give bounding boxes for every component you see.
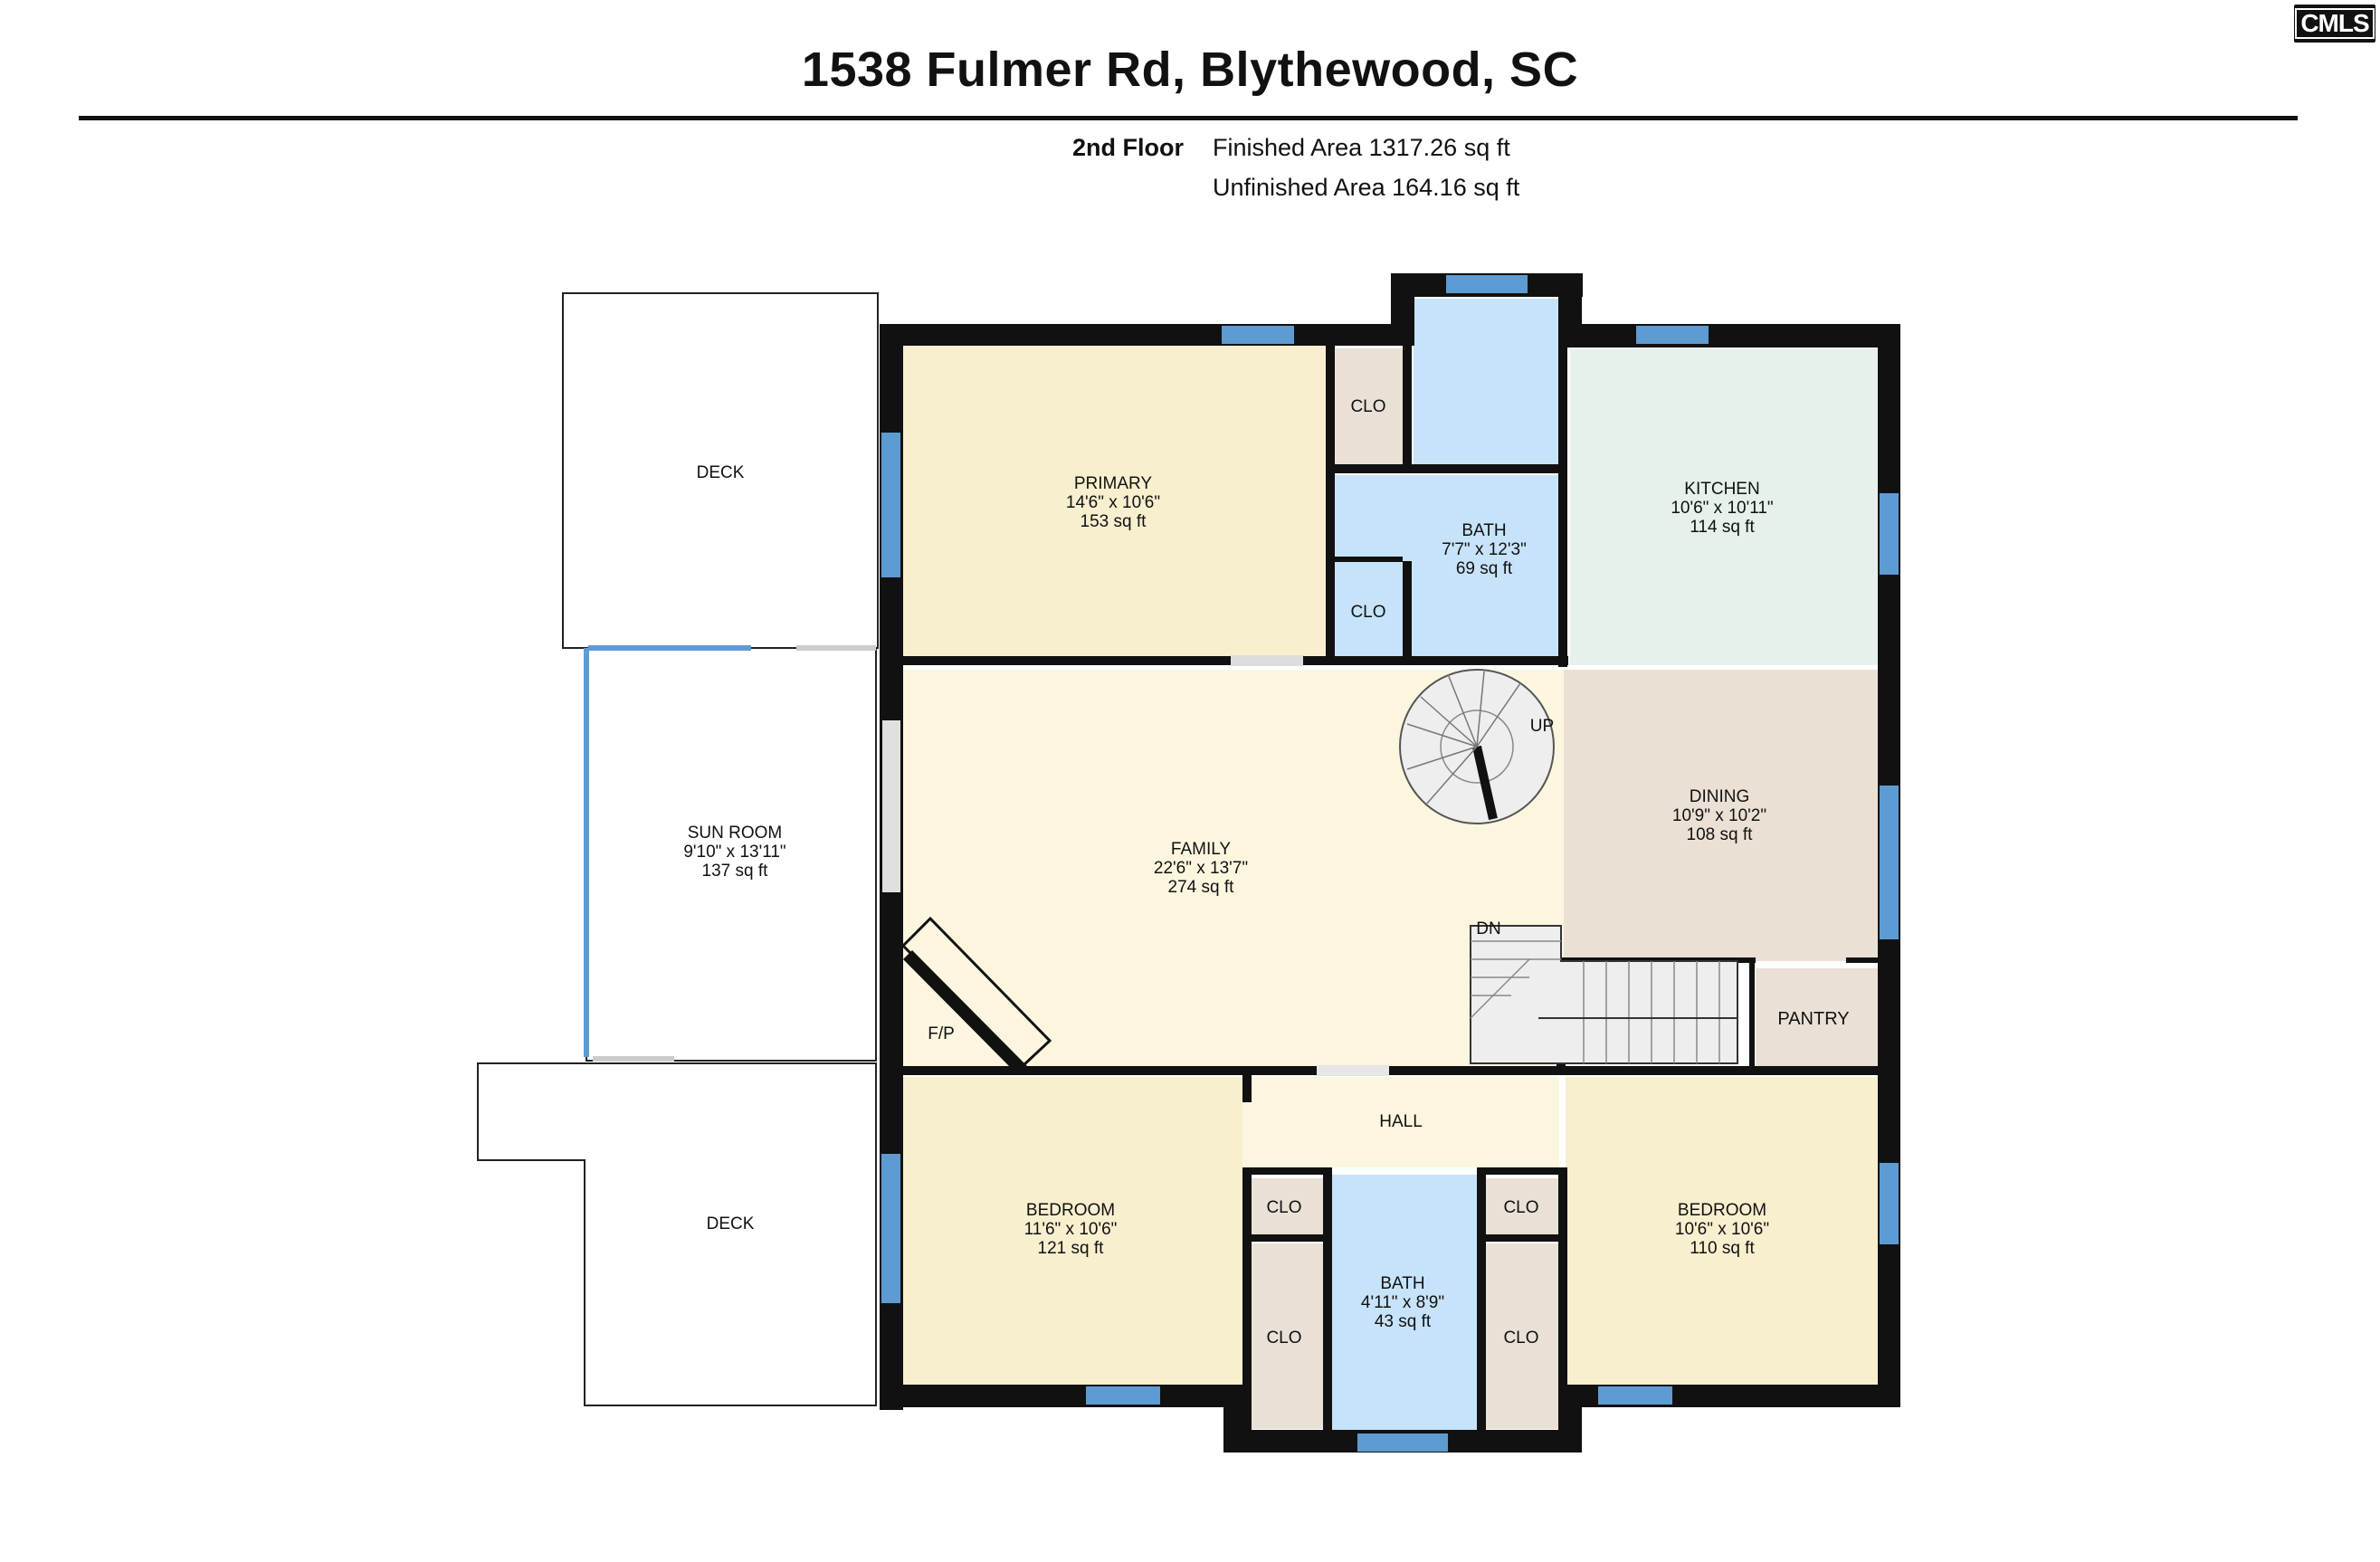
deck-top — [562, 292, 879, 649]
finished-area: Finished Area 1317.26 sq ft — [1213, 134, 1510, 161]
deck-bottom-label: DECK — [707, 1214, 755, 1233]
sun-room-dims: 9'10" x 13'11" — [683, 843, 785, 862]
kitchen-label: KITCHEN — [1684, 480, 1759, 499]
bedroom-right-dims: 10'6" x 10'6" — [1675, 1220, 1769, 1239]
stairs-down-label: DN — [1476, 919, 1500, 938]
bedroom-left-area: 121 sq ft — [1038, 1239, 1105, 1258]
closet-br-bottom — [1486, 1243, 1560, 1429]
bath-primary — [1335, 475, 1558, 658]
bath-hall-dims: 4'11" x 8'9" — [1361, 1293, 1444, 1312]
fireplace-label: F/P — [928, 1024, 955, 1043]
dining-label: DINING — [1690, 787, 1750, 806]
title-divider — [79, 116, 2298, 120]
hall-opening — [1317, 1065, 1389, 1076]
kitchen-dims: 10'6" x 10'11" — [1671, 499, 1773, 518]
closet-primary-bottom-label: CLO — [1350, 603, 1385, 622]
stairs-up-label: UP — [1530, 717, 1554, 736]
pantry-label: PANTRY — [1777, 1009, 1849, 1029]
closet-primary-top-label: CLO — [1350, 397, 1385, 416]
deck-bottom — [477, 1062, 877, 1406]
pantry — [1756, 968, 1878, 1066]
bedroom-left-label: BEDROOM — [1026, 1201, 1115, 1220]
sun-room-area: 137 sq ft — [702, 862, 769, 881]
windows — [881, 275, 1899, 1452]
primary-area: 153 sq ft — [1081, 512, 1147, 531]
deck-top-label: DECK — [697, 463, 745, 482]
dining-dims: 10'9" x 10'2" — [1672, 806, 1766, 825]
spiral-stair — [1399, 669, 1555, 824]
family-dims: 22'6" x 13'7" — [1154, 859, 1248, 878]
bath-primary-dims: 7'7" x 12'3" — [1442, 540, 1527, 559]
bath-hall-label: BATH — [1380, 1274, 1424, 1293]
bedroom-right-label: BEDROOM — [1678, 1201, 1766, 1220]
bath-primary-area: 69 sq ft — [1456, 559, 1513, 578]
dining — [1564, 670, 1878, 961]
closet-bl-bottom-label: CLO — [1266, 1329, 1301, 1348]
kitchen-area: 114 sq ft — [1690, 518, 1755, 537]
closet-bl-bottom — [1249, 1243, 1323, 1429]
fireplace-hearth — [903, 950, 1027, 1066]
bath-primary-label: BATH — [1461, 521, 1506, 540]
sun-room — [585, 647, 877, 1062]
closet-primary-top — [1335, 348, 1403, 464]
closet-br-top — [1486, 1178, 1560, 1234]
bedroom-right-area: 110 sq ft — [1690, 1239, 1755, 1258]
bedroom-left-dims: 11'6" x 10'6" — [1024, 1220, 1118, 1239]
primary-label: PRIMARY — [1074, 474, 1153, 493]
closet-br-bottom-label: CLO — [1503, 1329, 1538, 1348]
page-title: 1538 Fulmer Rd, Blythewood, SC — [801, 43, 1579, 97]
primary-door — [1231, 655, 1303, 666]
floor-label: 2nd Floor — [1072, 134, 1184, 161]
kitchen — [1570, 348, 1878, 665]
closet-bl-top-label: CLO — [1266, 1198, 1301, 1217]
hall — [1242, 1077, 1559, 1167]
primary-bedroom — [903, 346, 1328, 658]
hall-label: HALL — [1379, 1112, 1423, 1131]
family-label: FAMILY — [1171, 840, 1231, 859]
logo-text: CMLS — [2295, 8, 2375, 39]
primary-dims: 14'6" x 10'6" — [1066, 493, 1160, 512]
sun-room-opening — [882, 720, 900, 892]
sun-room-label: SUN ROOM — [688, 824, 783, 843]
stairs-down — [1470, 925, 1738, 1064]
bath-hall — [1332, 1175, 1477, 1430]
bedroom-left — [903, 1077, 1242, 1385]
unfinished-area: Unfinished Area 164.16 sq ft — [1213, 174, 1520, 201]
bedroom-right — [1566, 1077, 1878, 1385]
cmls-logo: CMLS — [2294, 5, 2375, 43]
family-area: 274 sq ft — [1168, 878, 1235, 897]
closet-br-top-label: CLO — [1503, 1198, 1538, 1217]
bath-primary-upper — [1414, 299, 1558, 466]
dining-area: 108 sq ft — [1687, 825, 1754, 844]
bath-hall-area: 43 sq ft — [1375, 1312, 1432, 1331]
closet-bl-top — [1249, 1178, 1323, 1234]
